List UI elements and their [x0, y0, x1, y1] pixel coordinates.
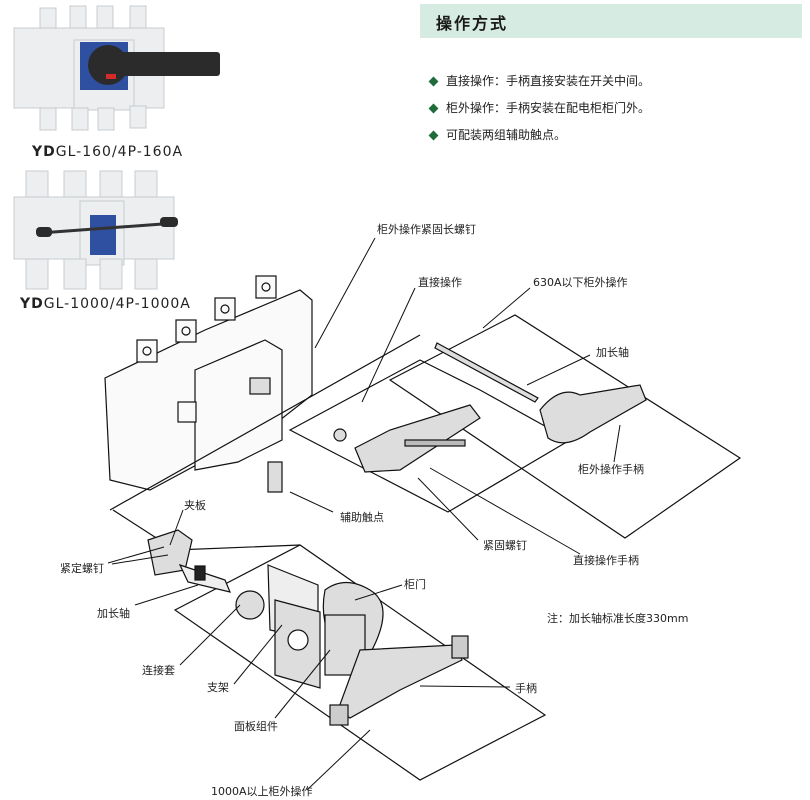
switch-body: [104, 275, 313, 491]
product-photo-160a: [13, 5, 220, 131]
feature-list: 直接操作：手柄直接安装在开关中间。 柜外操作：手柄安装在配电柜柜门外。 可配装两…: [428, 68, 650, 149]
feature-item: 柜外操作：手柄安装在配电柜柜门外。: [428, 95, 650, 122]
product-caption-1000a: YDGL-1000/4P-1000A: [20, 296, 191, 312]
label-extension-shaft: 加长轴: [596, 346, 629, 359]
feature-item: 直接操作：手柄直接安装在开关中间。: [428, 68, 650, 95]
product-caption-160a: YDGL-160/4P-160A: [32, 144, 184, 160]
label-fix-screw: 紧固螺钉: [483, 539, 527, 552]
label-clamp-plate: 夹板: [184, 499, 206, 512]
label-aux-contact: 辅助触点: [340, 511, 384, 524]
feature-item: 可配装两组辅助触点。: [428, 122, 650, 149]
label-handle: 手柄: [515, 682, 537, 695]
label-bracket: 支架: [207, 681, 229, 694]
label-direct-handle: 直接操作手柄: [573, 554, 639, 567]
note-shaft-length: 注：加长轴标准长度330mm: [547, 612, 689, 625]
label-outside-handle: 柜外操作手柄: [578, 463, 644, 476]
label-cabinet-door: 柜门: [404, 578, 426, 591]
label-above-1000a: 1000A以上柜外操作: [211, 785, 313, 798]
label-long-screw: 柜外操作紧固长螺钉: [377, 223, 476, 236]
product-photo-1000a: [13, 170, 178, 290]
label-below-630a: 630A以下柜外操作: [533, 276, 628, 289]
label-panel-assembly: 面板组件: [234, 720, 278, 733]
label-set-screw: 紧定螺钉: [60, 562, 104, 575]
label-extension-shaft-left: 加长轴: [97, 607, 130, 620]
label-coupling: 连接套: [142, 664, 175, 677]
section-header: [420, 4, 802, 38]
label-direct-operation: 直接操作: [418, 276, 462, 289]
section-title: 操作方式: [436, 14, 509, 33]
